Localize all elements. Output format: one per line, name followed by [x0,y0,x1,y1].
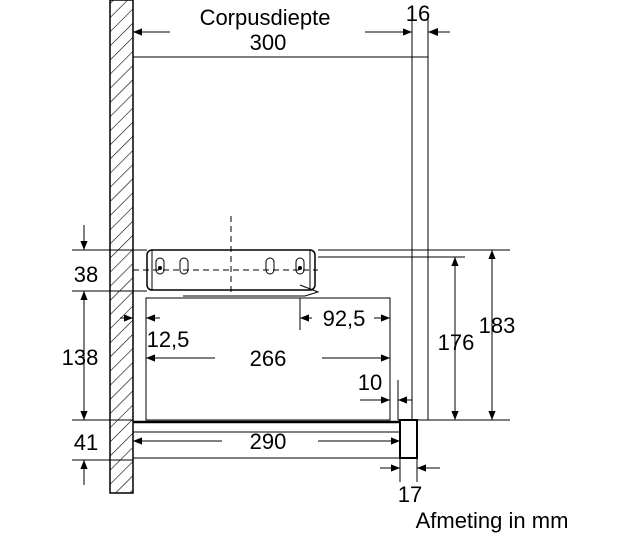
height-183-label: 183 [479,313,516,338]
width-290-label: 290 [250,429,287,454]
gap-17-label: 17 [398,482,422,507]
dimension-corpus-depth: Corpusdiepte 300 16 [133,1,450,57]
corpus-depth-title: Corpusdiepte [200,5,331,30]
dimension-right-heights: 176 183 [428,250,516,421]
width-266-label: 266 [250,346,287,371]
offset-92-5-label: 92,5 [323,306,366,331]
height-176-label: 176 [438,330,475,355]
hood-body [133,297,418,459]
gap-10-label: 10 [358,370,382,395]
height-138-label: 138 [62,345,99,370]
dimension-gap-10: 10 [358,370,412,420]
dimension-width-266: 266 [146,346,390,371]
height-38-label: 38 [74,262,98,287]
mounting-bracket [133,216,510,297]
height-41-label: 41 [74,430,98,455]
wall [109,0,134,494]
dimension-offset-92-5: 92,5 [299,298,390,331]
dimension-offset-12-5: 12,5 [120,300,189,352]
panel-thickness-label: 16 [406,1,430,26]
cabinet-outline [133,56,429,421]
offset-12-5-label: 12,5 [147,327,190,352]
corpus-depth-value: 300 [250,30,287,55]
dimension-gap-17: 17 [380,458,440,507]
dimension-left-heights: 38 138 41 [62,225,147,485]
dimension-width-290: 290 [133,429,400,454]
unit-note: Afmeting in mm [416,508,569,533]
